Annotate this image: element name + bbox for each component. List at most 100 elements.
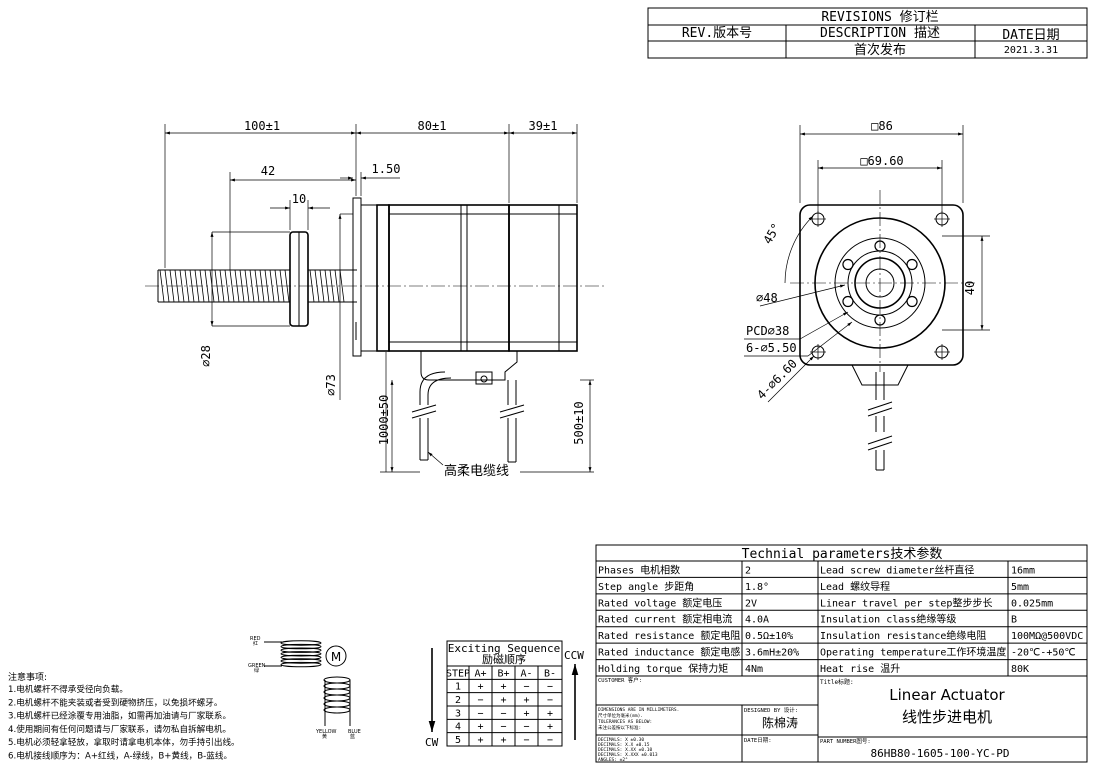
wire-green-label: GREEN bbox=[248, 663, 266, 669]
sequence-cell: − bbox=[523, 682, 529, 693]
tolerance-decimal-1: DECIMALS: X ±0.30 bbox=[598, 737, 644, 743]
dim-pilot-diameter: ⌀73 bbox=[324, 374, 338, 396]
dim-height-40: 40 bbox=[963, 281, 977, 295]
title-english: Linear Actuator bbox=[889, 686, 1005, 704]
sequence-title: Exciting Sequence bbox=[448, 642, 561, 655]
title-block: CUSTOMER 客户: Title标题: Linear Actuator 线性… bbox=[595, 675, 1088, 763]
lead-screw bbox=[157, 269, 357, 303]
sequence-header: B- bbox=[544, 668, 556, 679]
param-label: Linear travel per step整步步长 bbox=[820, 596, 992, 609]
dim-hole-spacing: □69.60 bbox=[860, 154, 903, 168]
wire-yellow-label-cn: 黄 bbox=[322, 733, 327, 740]
customer-label: CUSTOMER 客户: bbox=[598, 676, 642, 684]
dimensions-note-cn: 尺寸单位为毫米(mm). bbox=[598, 712, 643, 719]
dim-screw-length: 100±1 bbox=[244, 119, 280, 133]
rev-column-header: REV.版本号 bbox=[682, 26, 752, 41]
sequence-cell: − bbox=[477, 708, 483, 719]
dim-pcd: PCD⌀38 bbox=[746, 324, 789, 338]
dim-square-86: □86 bbox=[871, 119, 893, 133]
sequence-title-cn: 励磁顺序 bbox=[482, 652, 526, 666]
dim-nut-width: 10 bbox=[292, 192, 306, 206]
sequence-cell: − bbox=[500, 708, 506, 719]
param-value: -20℃-+50℃ bbox=[1011, 648, 1076, 659]
notes: 注意事项: 1.电机螺杆不得承受径向负载。2.电机螺杆不能夹装或者受到硬物挤压，… bbox=[8, 671, 240, 762]
sequence-cell: 3 bbox=[455, 708, 461, 719]
note-item: 1.电机螺杆不得承受径向负载。 bbox=[8, 683, 128, 695]
tolerance-decimal-3: DECIMALS: X.XX ±0.10 bbox=[598, 747, 652, 753]
wire-red-label-cn: 红 bbox=[253, 640, 258, 647]
wire-blue-label-cn: 蓝 bbox=[350, 733, 355, 740]
pcd-holes bbox=[842, 240, 918, 326]
date-label: DATE日期: bbox=[744, 737, 772, 744]
dim-rear-length: 39±1 bbox=[529, 119, 558, 133]
note-item: 6.电机接线顺序为：A+红线，A-绿线，B+黄线，B-蓝线。 bbox=[8, 750, 232, 762]
dimensions-note: DIMENSIONS ARE IN MILLIMETERS. bbox=[598, 707, 679, 713]
sequence-cell: 1 bbox=[455, 682, 461, 693]
description-column-header: DESCRIPTION 描述 bbox=[820, 26, 940, 41]
revisions-title: REVISIONS 修订栏 bbox=[821, 10, 938, 25]
param-value: 4Nm bbox=[745, 664, 763, 675]
date-column-header: DATE日期 bbox=[1002, 28, 1059, 43]
param-label: Lead 螺纹导程 bbox=[820, 580, 890, 593]
param-value: 3.6mH±20% bbox=[745, 648, 799, 659]
wiring-diagram: RED 红 GREEN 绿 M YELLOW 黄 BLUE 蓝 bbox=[248, 636, 361, 740]
tolerance-decimal-4: DECIMALS: X.XXX ±0.013 bbox=[598, 752, 658, 758]
sequence-cell: 2 bbox=[455, 695, 461, 706]
parameters-title: Technial parameters技术参数 bbox=[742, 546, 943, 562]
cable-outlet bbox=[411, 351, 525, 463]
notes-title: 注意事项: bbox=[8, 671, 47, 683]
sequence-cell: + bbox=[500, 735, 506, 746]
wire-blue-label: BLUE bbox=[348, 729, 361, 735]
sequence-cell: − bbox=[547, 735, 553, 746]
pcd-hole bbox=[874, 314, 886, 326]
param-label: Phases 电机相数 bbox=[598, 563, 680, 576]
sequence-header: B+ bbox=[497, 668, 509, 679]
dim-nut-diameter: ⌀28 bbox=[199, 345, 213, 367]
note-item: 2.电机螺杆不能夹装或者受到硬物挤压，以免损坏螺牙。 bbox=[8, 696, 222, 708]
param-value: 16mm bbox=[1011, 565, 1035, 576]
dim-cable-length-500: 500±10 bbox=[572, 401, 586, 444]
param-label: Rated current 额定相电流 bbox=[598, 613, 732, 626]
sequence-cell: 5 bbox=[455, 735, 461, 746]
screw-nut bbox=[289, 231, 309, 327]
ccw-label: CCW bbox=[564, 649, 584, 662]
param-label: Step angle 步距角 bbox=[598, 581, 694, 593]
param-label: Operating temperature工作环境温度 bbox=[820, 646, 1006, 659]
param-value: 2V bbox=[745, 598, 757, 609]
dim-nut-position: 42 bbox=[261, 164, 275, 178]
note-item: 4.使用期间有任何问题请与厂家联系，请勿私自拆解电机。 bbox=[8, 723, 231, 735]
param-label: Rated resistance 额定电阻 bbox=[598, 629, 740, 642]
dim-cable-length-1000: 1000±50 bbox=[377, 395, 391, 446]
sequence-cell: − bbox=[547, 682, 553, 693]
motor-symbol-label: M bbox=[331, 650, 341, 664]
param-value: 0.025mm bbox=[1011, 598, 1053, 609]
param-value: 0.5Ω±10% bbox=[745, 631, 793, 642]
wire-yellow-label: YELLOW bbox=[315, 729, 337, 735]
front-view: □86 □69.60 45° ⌀48 40 PCD⌀38 6-⌀5.50 4-⌀… bbox=[744, 119, 990, 471]
tolerance-angles: ANGLES: ±2° bbox=[598, 757, 628, 763]
param-label: Heat rise 温升 bbox=[820, 663, 900, 675]
param-label: Rated voltage 额定电压 bbox=[598, 596, 722, 609]
sequence-cell: − bbox=[477, 695, 483, 706]
sequence-cell: 4 bbox=[455, 722, 461, 733]
param-label: Insulation resistance绝缘电阻 bbox=[820, 629, 986, 642]
part-number-label: PART NUMBER图号: bbox=[820, 737, 871, 745]
sequence-cell: + bbox=[547, 708, 553, 719]
param-label: Insulation class绝缘等级 bbox=[820, 613, 956, 626]
sequence-cell: − bbox=[547, 695, 553, 706]
sequence-header: A- bbox=[520, 668, 532, 679]
sequence-cell: + bbox=[523, 708, 529, 719]
sequence-cell: + bbox=[523, 695, 529, 706]
part-number: 86HB80-1605-100-YC-PD bbox=[870, 747, 1009, 760]
sequence-cell: + bbox=[477, 735, 483, 746]
param-value: 5mm bbox=[1011, 582, 1029, 593]
title-label: Title标题: bbox=[820, 678, 854, 686]
pcd-hole bbox=[906, 295, 918, 308]
pcd-hole bbox=[842, 258, 854, 271]
dim-flange-thickness: 1.50 bbox=[372, 162, 401, 176]
flange-outline bbox=[799, 204, 964, 366]
revision-date: 2021.3.31 bbox=[1004, 45, 1058, 56]
